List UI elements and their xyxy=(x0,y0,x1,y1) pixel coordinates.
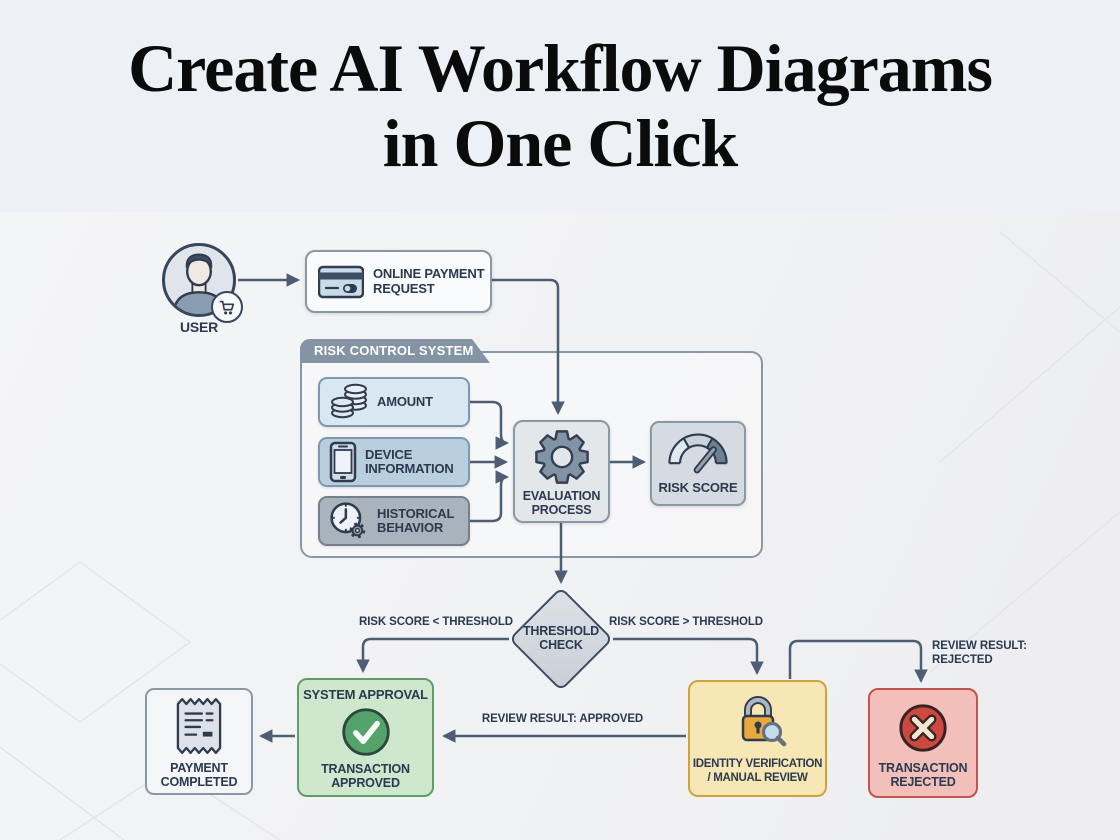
page-title-line1: Create AI Workflow Diagrams xyxy=(128,30,993,107)
system-approval-title: SYSTEM APPROVAL xyxy=(303,687,428,702)
system-approval-node: SYSTEM APPROVAL TRANSACTION APPROVED xyxy=(297,678,434,797)
edge-label-review-rejected: REVIEW RESULT: REJECTED xyxy=(932,640,1027,666)
amount-label: AMOUNT xyxy=(377,394,433,410)
smartphone-icon xyxy=(329,441,357,483)
device-information-node: DEVICE INFORMATION xyxy=(318,437,470,487)
receipt-icon xyxy=(176,698,222,754)
edge-threshold-to-approval xyxy=(356,637,509,674)
edge-label-below-threshold: RISK SCORE < THRESHOLD xyxy=(358,616,514,628)
x-circle-icon xyxy=(899,704,947,752)
transaction-approved-label: TRANSACTION APPROVED xyxy=(321,761,410,791)
historical-behavior-node: HISTORICAL BEHAVIOR xyxy=(318,496,470,546)
identity-verification-node: IDENTITY VERIFICATION / MANUAL REVIEW xyxy=(688,680,827,797)
edge-historical-to-evaluation xyxy=(470,470,510,523)
check-circle-icon xyxy=(341,708,390,756)
risk-score-label: RISK SCORE xyxy=(658,480,738,495)
transaction-rejected-label: TRANSACTION REJECTED xyxy=(878,761,968,790)
payment-completed-label: PAYMENT COMPLETED xyxy=(160,761,238,790)
shopping-cart-badge xyxy=(211,291,243,323)
payment-completed-node: PAYMENT COMPLETED xyxy=(145,688,253,795)
gear-icon xyxy=(534,430,589,484)
edge-label-review-approved: REVIEW RESULT: APPROVED xyxy=(481,713,644,725)
coin-stack-icon xyxy=(331,383,367,419)
gauge-icon xyxy=(668,433,728,474)
title-banner: Create AI Workflow Diagrams in One Click xyxy=(0,0,1120,212)
edge-payment-to-evaluation xyxy=(492,278,565,416)
edge-label-above-threshold: RISK SCORE > THRESHOLD xyxy=(608,616,764,628)
diagram-canvas: RISK CONTROL SYSTEM xyxy=(0,212,1120,840)
edge-threshold-to-review xyxy=(613,637,764,676)
historical-behavior-label: HISTORICAL BEHAVIOR xyxy=(377,506,455,535)
edge-amount-to-evaluation xyxy=(470,400,510,450)
page-title-line2: in One Click xyxy=(382,105,738,181)
online-payment-request-label: ONLINE PAYMENT REQUEST xyxy=(373,266,485,296)
clock-gear-icon xyxy=(330,502,366,539)
online-payment-request-node: ONLINE PAYMENT REQUEST xyxy=(305,250,492,313)
credit-card-icon xyxy=(318,265,364,298)
amount-node: AMOUNT xyxy=(318,377,470,427)
user-label: USER xyxy=(179,319,219,335)
evaluation-process-label: EVALUATION PROCESS xyxy=(522,489,601,517)
risk-score-node: RISK SCORE xyxy=(650,421,746,506)
risk-control-system-header: RISK CONTROL SYSTEM xyxy=(300,339,490,363)
page-title: Create AI Workflow Diagrams in One Click xyxy=(128,30,993,181)
edge-review-to-rejected xyxy=(788,639,928,684)
transaction-rejected-node: TRANSACTION REJECTED xyxy=(868,688,978,798)
identity-verification-label: IDENTITY VERIFICATION / MANUAL REVIEW xyxy=(692,758,823,785)
risk-control-system-label: RISK CONTROL SYSTEM xyxy=(314,343,474,358)
shopping-cart-icon xyxy=(219,300,235,315)
user-node xyxy=(162,243,236,317)
device-information-label: DEVICE INFORMATION xyxy=(365,447,454,476)
evaluation-process-node: EVALUATION PROCESS xyxy=(513,420,610,523)
padlock-magnifier-icon xyxy=(741,696,786,747)
threshold-check-label: THRESHOLD CHECK xyxy=(523,624,599,653)
